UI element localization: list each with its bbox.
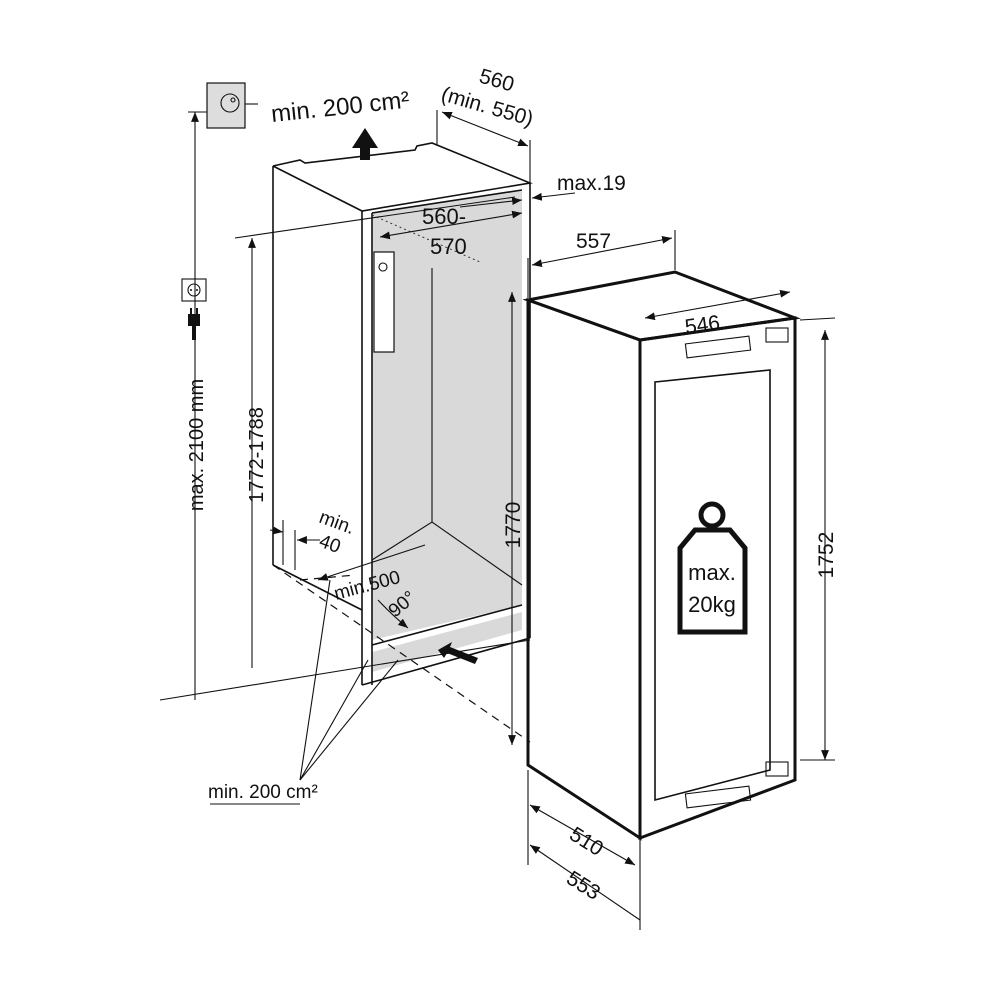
air-flow-arrow-up-icon <box>352 128 378 160</box>
label-niche-height: 1772-1788 <box>246 407 268 503</box>
label-vent-top: min. 200 cm² <box>270 87 411 128</box>
power-socket-icon <box>181 278 207 302</box>
label-niche-width-a: 560- <box>422 204 466 229</box>
label-vent-bottom: min. 200 cm² <box>208 782 318 803</box>
power-plug-icon <box>188 308 200 340</box>
label-depth-553: 553 <box>562 867 604 905</box>
label-niche-width-b: 570 <box>430 234 467 259</box>
label-niche-depth: 560 <box>477 65 517 97</box>
weight-label-value: 20kg <box>688 592 736 617</box>
label-depth-557: 557 <box>576 230 611 253</box>
label-max-height: max. 2100 mm <box>186 379 208 511</box>
label-height-1752: 1752 <box>815 532 838 579</box>
installation-niche <box>272 128 533 743</box>
label-width-546: 546 <box>683 311 721 339</box>
appliance <box>522 270 801 841</box>
weight-label-max: max. <box>688 560 736 585</box>
air-flow-arrow-in-icon <box>438 642 478 664</box>
label-max-19: max.19 <box>557 172 626 195</box>
label-height-1770: 1770 <box>502 502 525 549</box>
ventilation-outlet-icon <box>188 82 258 129</box>
dimension-lines <box>159 110 836 930</box>
weight-icon <box>677 501 748 635</box>
label-niche-depth-min: (min. 550) <box>439 83 536 131</box>
